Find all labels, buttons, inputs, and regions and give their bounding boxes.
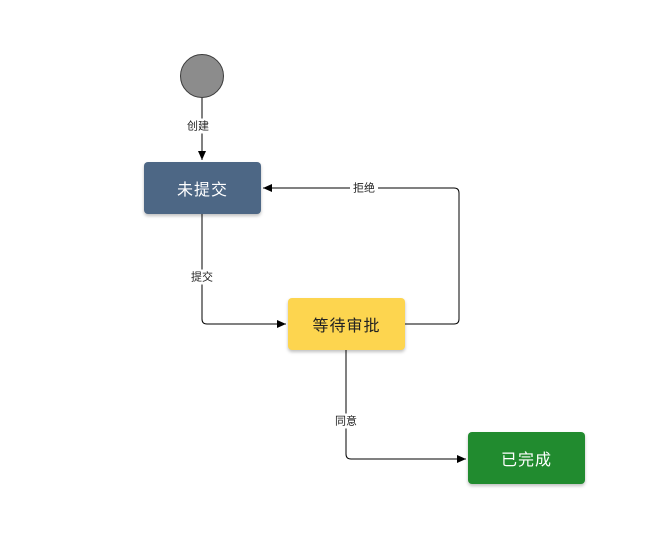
start-node (180, 54, 224, 98)
edge-label-approve: 同意 (332, 413, 360, 429)
state-unsubmitted[interactable]: 未提交 (144, 162, 261, 214)
edge-submit (201, 214, 286, 328)
edge-approve (345, 350, 466, 463)
state-pending-approval[interactable]: 等待审批 (288, 298, 405, 350)
edge-label-reject: 拒绝 (350, 180, 378, 196)
edge-label-submit: 提交 (188, 269, 216, 285)
state-completed[interactable]: 已完成 (468, 432, 585, 484)
edge-label-create: 创建 (184, 118, 212, 134)
edge-reject (263, 184, 460, 325)
